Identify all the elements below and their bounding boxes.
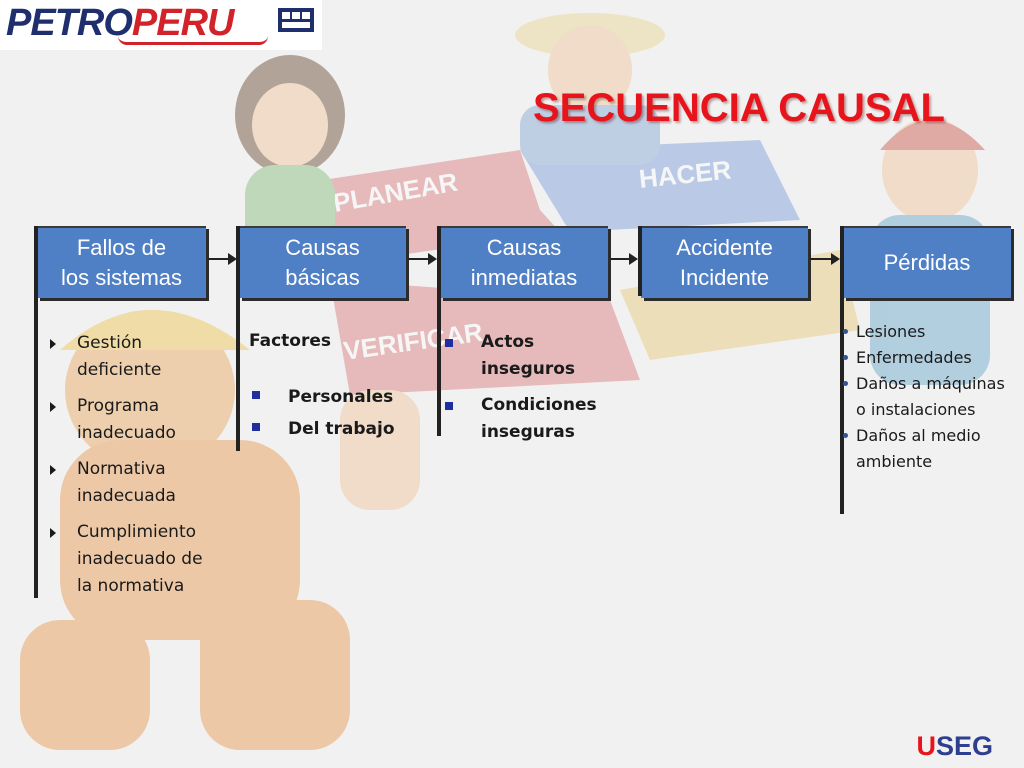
list-item-text: Personales [288, 387, 394, 407]
list-item: Cumplimiento inadecuado de la normativa [50, 519, 222, 600]
arrow-right-icon [408, 253, 437, 265]
column-divider-line [34, 226, 38, 598]
petroperu-logo: PETROPERU [0, 0, 322, 50]
column-divider-line [840, 226, 844, 514]
logo-text: PETROPERU [6, 2, 234, 44]
useg-footer-logo: USEG [916, 731, 993, 762]
logo-swoosh [118, 36, 268, 45]
list-item-text: Cumplimiento inadecuado de la normativa [77, 522, 203, 596]
list-item-text: Lesiones [856, 322, 926, 341]
header-label: Accidente Incidente [676, 235, 773, 290]
slide-title: SECUENCIA CAUSAL [533, 86, 945, 130]
useg-u: U [916, 731, 936, 761]
list-item: Programa inadecuado [50, 393, 222, 447]
list-item-text: Enfermedades [856, 348, 972, 367]
list-item-text: Actos inseguros [481, 332, 576, 379]
list-item-text: Programa inadecuado [77, 396, 176, 443]
header-label: Causas básicas [285, 235, 360, 290]
column-divider-line [638, 226, 642, 296]
header-label: Pérdidas [883, 250, 971, 275]
dot-bullet-icon [843, 433, 848, 438]
list-item-text: Condiciones inseguras [481, 395, 597, 442]
list-item-text: Normativa inadecuada [77, 459, 176, 506]
square-bullet-icon [445, 402, 453, 410]
column-divider-line [437, 226, 441, 436]
triangle-bullet-icon [50, 465, 56, 475]
list-item-text: Daños al medio ambiente [856, 426, 981, 471]
dot-bullet-icon [843, 329, 848, 334]
column-divider-line [236, 226, 240, 451]
list-causas-basicas: Factores Personales Del trabajo [249, 328, 419, 445]
list-item-text: Daños a máquinas o instalaciones [856, 374, 1005, 419]
list-item: Actos inseguros [445, 329, 621, 383]
list-item: Condiciones inseguras [445, 392, 621, 446]
dot-bullet-icon [843, 355, 848, 360]
list-causas-inmediatas: Actos inseguros Condiciones inseguras [445, 329, 621, 446]
triangle-bullet-icon [50, 528, 56, 538]
square-bullet-icon [252, 391, 260, 399]
header-accidente-incidente: Accidente Incidente [641, 226, 808, 298]
list-item: Lesiones [843, 319, 1006, 345]
arrow-right-icon [208, 253, 237, 265]
useg-seg: SEG [935, 731, 993, 761]
dot-bullet-icon [843, 381, 848, 386]
list-perdidas: Lesiones Enfermedades Daños a máquinas o… [843, 319, 1006, 475]
arrow-right-icon [810, 253, 840, 265]
header-label: Fallos de los sistemas [60, 235, 183, 290]
factores-list: Personales Del trabajo [249, 381, 419, 445]
list-item: Normativa inadecuada [50, 456, 222, 510]
square-bullet-icon [445, 339, 453, 347]
logo-text-petro: PETRO [6, 2, 133, 44]
header-perdidas: Pérdidas [843, 226, 1011, 298]
triangle-bullet-icon [50, 339, 56, 349]
triangle-bullet-icon [50, 402, 56, 412]
arrow-right-icon [610, 253, 638, 265]
list-item-text: Gestión deficiente [77, 333, 162, 380]
list-fallos-sistemas: Gestión deficiente Programa inadecuado N… [50, 330, 222, 600]
list-subheading: Factores [249, 331, 332, 351]
list-item: Daños al medio ambiente [843, 423, 1006, 475]
petroperu-emblem-icon [278, 8, 314, 32]
list-item: Daños a máquinas o instalaciones [843, 371, 1006, 423]
header-causas-inmediatas: Causas inmediatas [440, 226, 608, 298]
header-label: Causas inmediatas [470, 235, 578, 290]
header-fallos-sistemas: Fallos de los sistemas [37, 226, 206, 298]
list-item: Del trabajo [252, 413, 419, 445]
list-item: Gestión deficiente [50, 330, 222, 384]
list-item: Enfermedades [843, 345, 1006, 371]
square-bullet-icon [252, 423, 260, 431]
header-causas-basicas: Causas básicas [239, 226, 406, 298]
list-item: Personales [252, 381, 419, 413]
list-item-text: Del trabajo [288, 419, 395, 439]
